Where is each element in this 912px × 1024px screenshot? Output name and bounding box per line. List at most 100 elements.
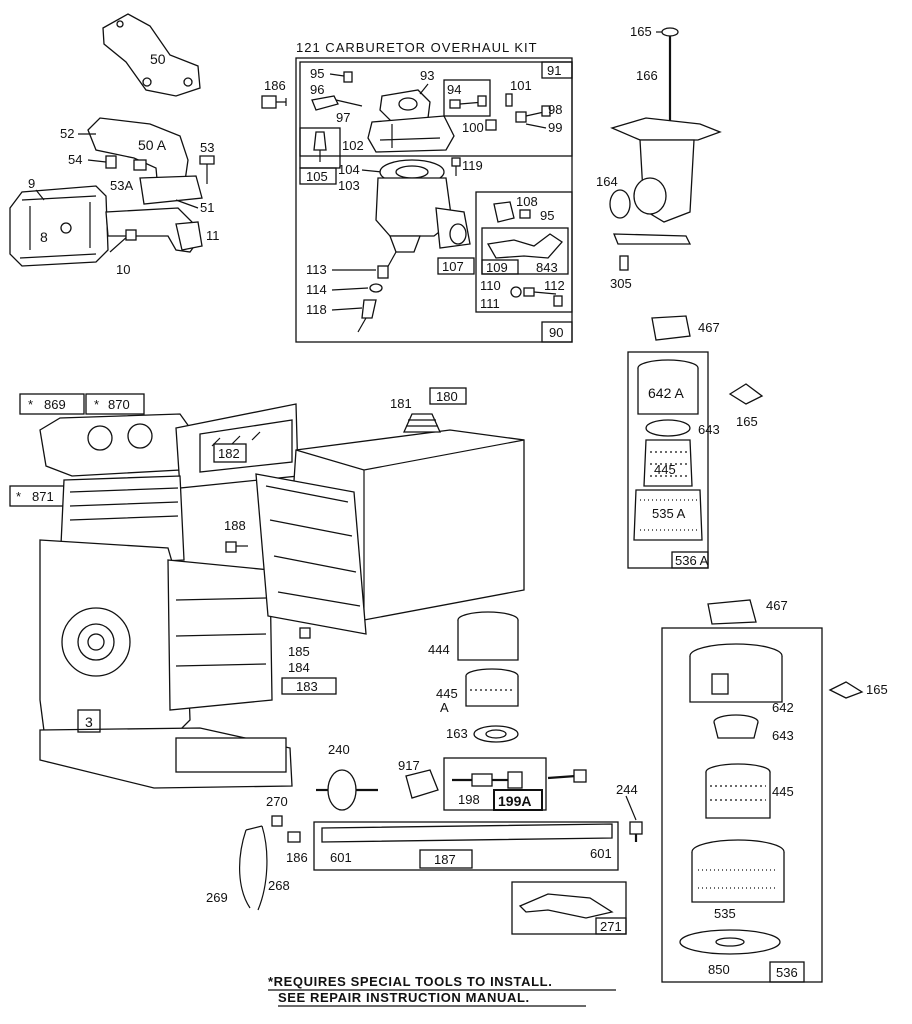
label-444: 444: [428, 642, 450, 657]
label-182: 182: [218, 446, 240, 461]
label-843: 843: [536, 260, 558, 275]
part-110-112-screws: [510, 286, 563, 307]
label-99: 99: [548, 120, 562, 135]
label-186b: 186: [286, 850, 308, 865]
label-11: 11: [206, 228, 220, 243]
label-103: 103: [338, 178, 360, 193]
label-642a: 642 A: [648, 385, 684, 401]
label-118: 118: [306, 302, 327, 317]
label-305: 305: [610, 276, 632, 291]
label-601b: 601: [590, 846, 612, 861]
label-8: 8: [40, 229, 48, 245]
part-engine-block: [39, 403, 299, 789]
label-467a: 467: [698, 320, 720, 335]
part-165-wingnut-top: [661, 27, 679, 37]
label-53a: 53A: [110, 178, 133, 193]
box-536: [661, 627, 823, 983]
part-917-clamp: [405, 769, 439, 799]
label-95b: 95: [540, 208, 554, 223]
footnote-line-2: SEE REPAIR INSTRUCTION MANUAL.: [278, 990, 530, 1005]
part-188-screw: [225, 541, 248, 553]
part-186-fitting-b: [287, 831, 301, 843]
label-601a: 601: [330, 850, 352, 865]
label-535: 535: [714, 906, 736, 921]
label-244: 244: [616, 782, 638, 797]
label-271: 271: [600, 919, 622, 934]
part-50-elbow: [102, 13, 201, 97]
label-9: 9: [28, 176, 35, 191]
label-53: 53: [200, 140, 214, 155]
label-869-star: *: [28, 397, 33, 412]
part-535a-precleaner: [633, 489, 703, 541]
label-108: 108: [516, 194, 538, 209]
label-100: 100: [462, 120, 484, 135]
label-50a: 50 A: [138, 137, 167, 153]
part-643a-ring: [645, 419, 691, 437]
label-871-star: *: [16, 489, 21, 504]
label-240: 240: [328, 742, 350, 757]
label-270: 270: [266, 794, 288, 809]
part-445-filter-a: [643, 439, 693, 487]
label-119: 119: [462, 158, 483, 173]
label-269: 269: [206, 890, 228, 905]
label-186a: 186: [264, 78, 286, 93]
part-467-cap-a: [651, 315, 691, 341]
label-101: 101: [510, 78, 532, 93]
label-52: 52: [60, 126, 74, 141]
part-50a-manifold: [87, 117, 203, 205]
label-98: 98: [548, 102, 562, 117]
part-10-screw: [109, 229, 137, 253]
label-268: 268: [268, 878, 290, 893]
label-536a: 536 A: [675, 553, 709, 568]
part-244-fitting: [547, 769, 643, 842]
label-183: 183: [296, 679, 318, 694]
part-96-97-needle: [311, 71, 363, 111]
part-271-bracket: [518, 893, 614, 919]
part-54-screw: [87, 155, 117, 169]
part-535-precleaner-b: [691, 839, 785, 903]
label-164: 164: [596, 174, 618, 189]
label-90: 90: [549, 325, 563, 340]
label-163: 163: [446, 726, 468, 741]
label-111: 111: [480, 296, 500, 311]
label-445a: 445: [654, 462, 676, 477]
label-95a: 95: [310, 66, 324, 81]
box-536a: [627, 351, 709, 569]
label-96: 96: [310, 82, 324, 97]
label-643b: 643: [772, 728, 794, 743]
part-163-gasket: [473, 725, 519, 743]
part-113-118-needle-valve: [357, 251, 397, 333]
label-917: 917: [398, 758, 420, 773]
label-165c: 165: [866, 682, 888, 697]
label-10: 10: [116, 262, 130, 277]
part-270-screw: [271, 815, 283, 827]
label-114: 114: [306, 282, 327, 297]
part-642-cover: [689, 643, 783, 703]
label-165a: 165: [630, 24, 652, 39]
part-carb-body: [375, 159, 471, 253]
label-188: 188: [224, 518, 246, 533]
part-444-cover: [457, 611, 519, 661]
label-54: 54: [68, 152, 82, 167]
label-467b: 467: [766, 598, 788, 613]
part-165-wingnut-b: [728, 383, 764, 405]
box-94: [443, 79, 491, 117]
part-166-stud-and-base: [610, 36, 722, 245]
part-187-fuel-line: [321, 823, 613, 843]
label-50: 50: [150, 51, 166, 67]
part-108-lever: [493, 201, 515, 223]
part-164-gasket: [609, 189, 631, 219]
label-535a: 535 A: [652, 506, 686, 521]
box-91: [299, 61, 573, 157]
label-199a: 199A: [498, 793, 531, 809]
kit-title: 121 CARBURETOR OVERHAUL KIT: [296, 40, 538, 55]
box-108-group: [475, 191, 573, 313]
part-240-filter: [316, 769, 378, 811]
label-94: 94: [447, 82, 461, 97]
label-870-star: *: [94, 397, 99, 412]
part-53-screw: [199, 155, 215, 184]
label-536: 536: [776, 965, 798, 980]
part-643-ring-b: [713, 714, 759, 739]
